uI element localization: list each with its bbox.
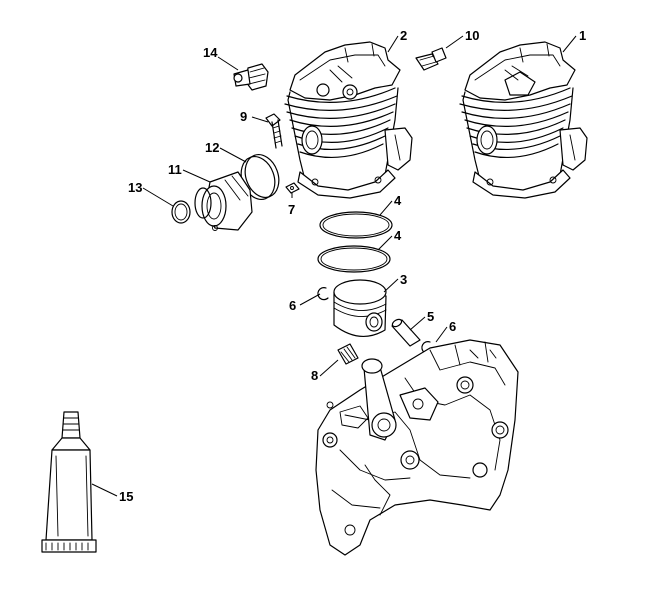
cylinder-left-drawing bbox=[284, 41, 413, 199]
callout-14: 14 bbox=[203, 45, 218, 60]
callout-9: 9 bbox=[240, 109, 247, 124]
callout-11: 11 bbox=[168, 162, 182, 177]
intake-manifold-drawing bbox=[194, 171, 253, 231]
callout-5: 5 bbox=[427, 309, 434, 324]
spark-plug-fitting-drawing bbox=[233, 63, 269, 91]
piston-ring-lower-drawing bbox=[317, 245, 391, 273]
callout-1: 1 bbox=[579, 28, 586, 43]
leader-lines bbox=[91, 35, 577, 497]
piston-drawing bbox=[333, 279, 387, 337]
small-screw-drawing bbox=[285, 182, 300, 194]
needle-cage-drawing bbox=[337, 343, 359, 365]
grease-tube-drawing bbox=[41, 411, 97, 553]
callout-4-lower: 4 bbox=[394, 228, 402, 243]
callout-13: 13 bbox=[128, 180, 142, 195]
callout-12: 12 bbox=[205, 140, 219, 155]
piston-pin-drawing bbox=[391, 318, 421, 347]
callout-8: 8 bbox=[311, 368, 318, 383]
callout-6-left: 6 bbox=[289, 298, 296, 313]
callout-15: 15 bbox=[119, 489, 133, 504]
circlip-left-drawing bbox=[317, 287, 329, 301]
cylinder-right-drawing bbox=[459, 41, 588, 199]
callout-2: 2 bbox=[400, 28, 407, 43]
callout-4-upper: 4 bbox=[394, 193, 402, 208]
small-ring-drawing bbox=[171, 200, 191, 224]
callout-10: 10 bbox=[465, 28, 479, 43]
callout-3: 3 bbox=[400, 272, 407, 287]
decompression-valve-drawing bbox=[415, 47, 447, 71]
piston-ring-upper-drawing bbox=[319, 211, 393, 239]
callout-6-right: 6 bbox=[449, 319, 456, 334]
callout-7: 7 bbox=[288, 202, 295, 217]
callout-labels: 1 2 3 4 4 5 6 6 7 8 9 10 11 12 13 14 15 bbox=[119, 28, 586, 504]
crankcase-drawing bbox=[315, 339, 519, 556]
cylinder-screw-drawing bbox=[265, 113, 283, 149]
